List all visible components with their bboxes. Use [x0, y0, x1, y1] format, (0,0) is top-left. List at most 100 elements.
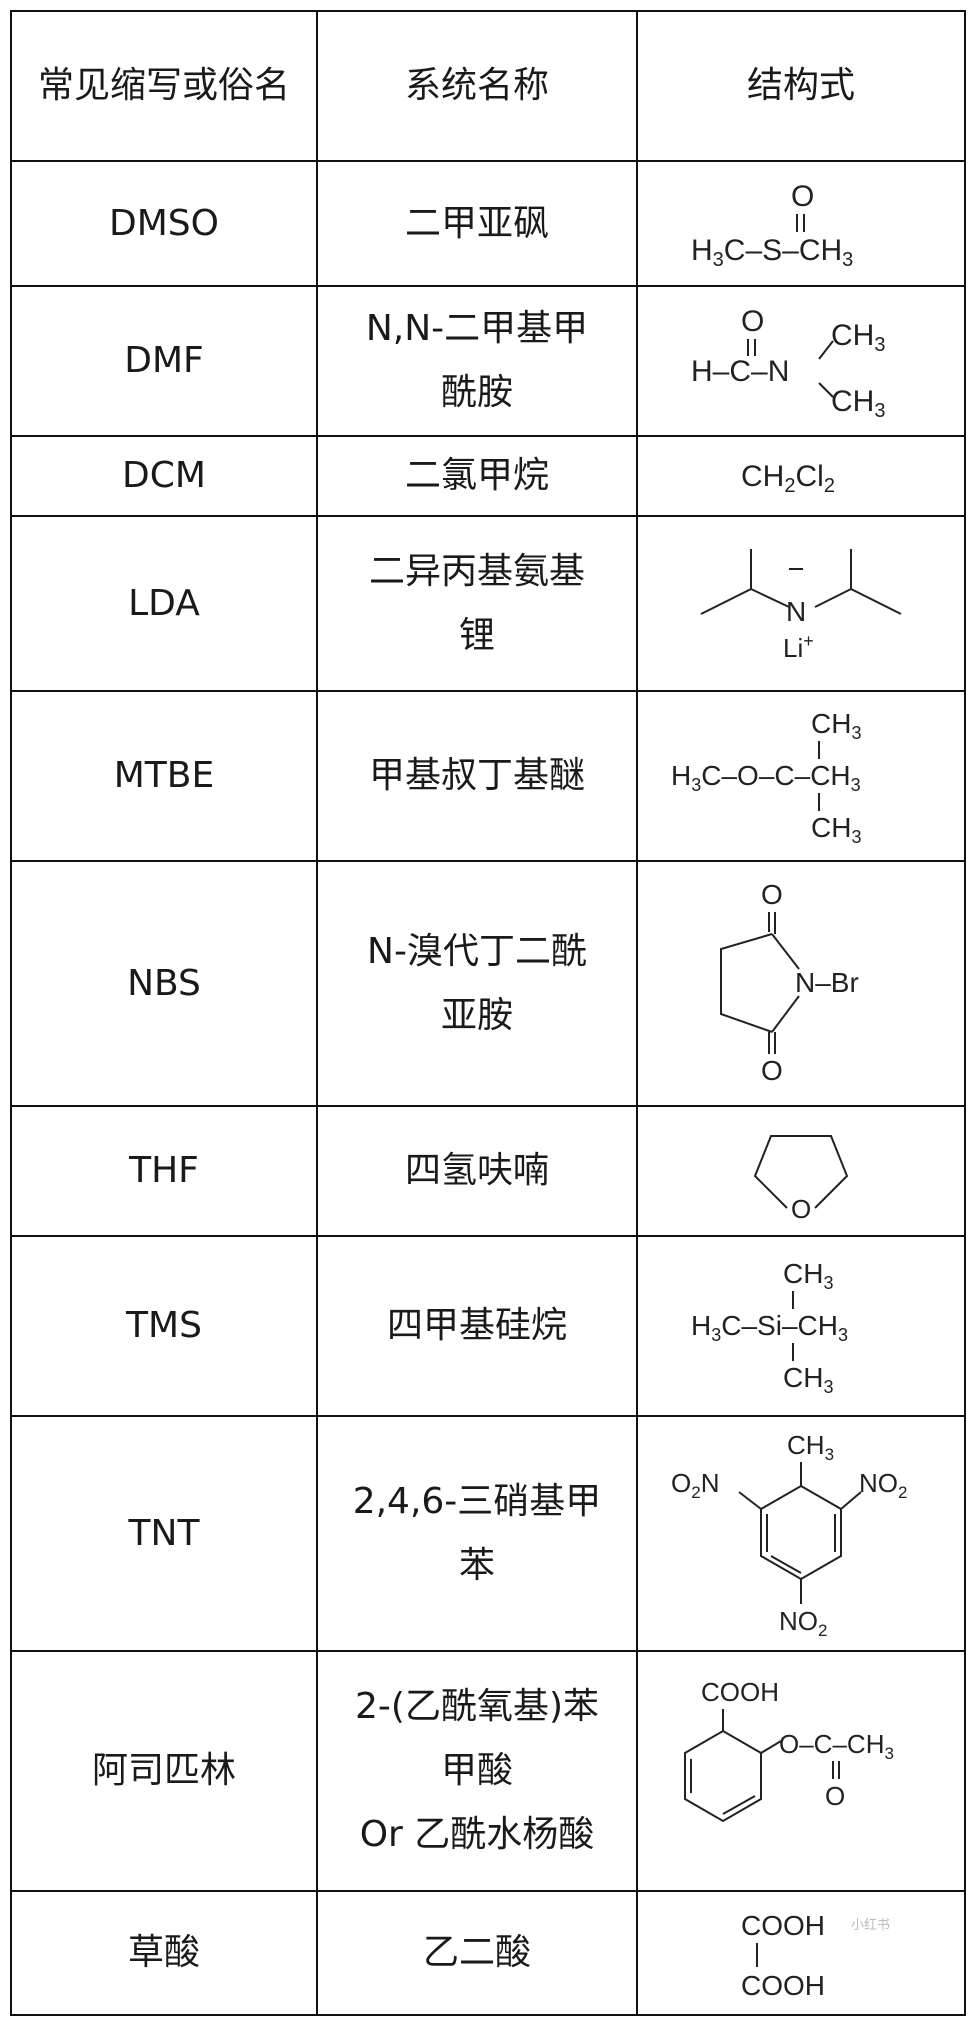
table-header-row: 常见缩写或俗名 系统名称 结构式 [12, 12, 964, 162]
abbr-text: NBS [127, 962, 201, 1004]
mtbe-structure-image: CH3 H3C–O–C–CH3 CH3 [671, 708, 861, 847]
svg-text:CH3: CH3 [783, 1362, 833, 1397]
abbr-cell: DMF [12, 287, 318, 435]
abbr-cell: THF [12, 1107, 318, 1235]
structure-cell: CH3 H3C–O–C–CH3 CH3 [638, 692, 964, 860]
svg-text:COOH: COOH [701, 1677, 779, 1707]
structure-cell: O [638, 1107, 964, 1235]
structure-cell: CH3 O2N NO2 NO2 [638, 1417, 964, 1650]
tnt-structure-image: CH3 O2N NO2 NO2 [671, 1430, 907, 1640]
svg-text:O: O [825, 1781, 845, 1811]
svg-text:O: O [761, 1055, 783, 1086]
lda-structure-image: N Li+ [700, 548, 902, 663]
name-text: 二甲亚砜 [404, 202, 549, 244]
tms-structure-image: CH3 H3C–Si–CH3 CH3 [691, 1258, 848, 1397]
abbr-text: 阿司匹林 [91, 1750, 236, 1791]
svg-text:H3C–Si–CH3: H3C–Si–CH3 [691, 1310, 848, 1345]
abbr-text: TMS [126, 1305, 202, 1346]
name-cell: N,N-二甲基甲 酰胺 [318, 287, 638, 435]
svg-text:COOH: COOH [741, 1910, 825, 1941]
structure-cell: COOH O–C–CH3 O [638, 1652, 964, 1890]
name-cell: N-溴代丁二酰 亚胺 [318, 862, 638, 1105]
svg-text:CH3: CH3 [787, 1430, 834, 1464]
table-row-dcm: DCM 二氯甲烷 CH2Cl2 [12, 437, 964, 517]
svg-text:CH3: CH3 [811, 812, 861, 847]
svg-text:COOH: COOH [741, 1970, 825, 2001]
abbr-text: 草酸 [127, 1932, 200, 1973]
oxalic-acid-structure-image: COOH COOH 小红书 [741, 1910, 890, 2001]
svg-text:CH3: CH3 [831, 319, 885, 356]
name-cell: 2-(乙酰氧基)苯 甲酸 Or 乙酰水杨酸 [318, 1652, 638, 1890]
name-cell: 二氯甲烷 [318, 437, 638, 515]
table-row-thf: THF 四氢呋喃 O [12, 1107, 964, 1237]
svg-text:CH3: CH3 [783, 1258, 833, 1293]
name-text: 二氯甲烷 [404, 455, 549, 496]
name-text: 四氢呋喃 [404, 1150, 549, 1191]
structure-cell: N Li+ [638, 517, 964, 690]
name-text: 2-(乙酰氧基)苯 甲酸 Or 乙酰水杨酸 [355, 1686, 599, 1855]
thf-structure-image: O [753, 1135, 849, 1224]
table-row-tms: TMS 四甲基硅烷 CH3 H3C–Si–CH3 CH3 [12, 1237, 964, 1417]
svg-text:Li+: Li+ [783, 631, 814, 663]
svg-text:O: O [741, 305, 764, 338]
name-text: 二异丙基氨基 锂 [368, 550, 585, 656]
name-text: N,N-二甲基甲 酰胺 [365, 308, 589, 413]
abbr-text: TNT [128, 1512, 200, 1554]
table-row-mtbe: MTBE 甲基叔丁基醚 CH3 H3C–O–C–CH3 CH3 [12, 692, 964, 862]
abbr-cell: TMS [12, 1237, 318, 1415]
svg-text:O2N: O2N [671, 1468, 719, 1502]
dcm-structure-image: CH2Cl2 [741, 460, 835, 497]
abbr-text: MTBE [113, 755, 215, 796]
name-cell: 四氢呋喃 [318, 1107, 638, 1235]
abbr-text: DMSO [109, 202, 219, 244]
abbr-text: LDA [128, 582, 200, 624]
abbr-cell: TNT [12, 1417, 318, 1650]
abbr-text: DMF [124, 340, 204, 381]
table-row-lda: LDA 二异丙基氨基 锂 N Li+ [12, 517, 964, 692]
header-structure-label: 结构式 [746, 65, 855, 106]
nbs-structure-image: O N–Br O [720, 879, 859, 1086]
name-text: 2,4,6-三硝基甲 苯 [352, 1480, 602, 1586]
svg-text:NO2: NO2 [779, 1606, 827, 1640]
name-cell: 2,4,6-三硝基甲 苯 [318, 1417, 638, 1650]
structure-cell: CH3 H3C–Si–CH3 CH3 [638, 1237, 964, 1415]
svg-text:H–C–N: H–C–N [691, 355, 789, 388]
svg-text:O: O [791, 180, 814, 213]
table-row-tnt: TNT 2,4,6-三硝基甲 苯 CH3 O2N NO2 NO2 [12, 1417, 964, 1652]
name-text: 四甲基硅烷 [386, 1305, 567, 1346]
svg-text:H3C–S–CH3: H3C–S–CH3 [691, 234, 853, 271]
svg-text:H3C–O–C–CH3: H3C–O–C–CH3 [671, 760, 861, 795]
dmso-structure-image: O H3C–S–CH3 [691, 180, 853, 271]
name-cell: 二异丙基氨基 锂 [318, 517, 638, 690]
name-cell: 甲基叔丁基醚 [318, 692, 638, 860]
dmf-structure-image: O H–C–N CH3 CH3 [691, 305, 885, 421]
svg-text:N–Br: N–Br [795, 967, 859, 998]
svg-text:CH3: CH3 [831, 385, 885, 421]
svg-text:O: O [791, 1194, 811, 1224]
abbr-text: DCM [122, 455, 206, 496]
abbr-cell: MTBE [12, 692, 318, 860]
name-cell: 四甲基硅烷 [318, 1237, 638, 1415]
abbr-text: THF [129, 1150, 199, 1191]
table-row-dmso: DMSO 二甲亚砜 O H3C–S–CH3 [12, 162, 964, 287]
header-abbr-label: 常见缩写或俗名 [37, 65, 290, 106]
svg-text:CH2Cl2: CH2Cl2 [741, 460, 835, 497]
abbr-cell: NBS [12, 862, 318, 1105]
abbr-cell: 阿司匹林 [12, 1652, 318, 1890]
name-text: 甲基叔丁基醚 [368, 755, 585, 796]
table-row-dmf: DMF N,N-二甲基甲 酰胺 O H–C–N CH3 CH3 [12, 287, 964, 437]
structure-cell: CH2Cl2 [638, 437, 964, 515]
header-name-label: 系统名称 [404, 65, 549, 106]
header-name: 系统名称 [318, 12, 638, 160]
aspirin-structure-image: COOH O–C–CH3 O [684, 1677, 894, 1823]
table-row-nbs: NBS N-溴代丁二酰 亚胺 O N–Br O [12, 862, 964, 1107]
table-row-oxalic-acid: 草酸 乙二酸 COOH COOH 小红书 [12, 1892, 964, 2014]
table-row-aspirin: 阿司匹林 2-(乙酰氧基)苯 甲酸 Or 乙酰水杨酸 COOH O–C–CH3 … [12, 1652, 964, 1892]
name-cell: 二甲亚砜 [318, 162, 638, 285]
name-cell: 乙二酸 [318, 1892, 638, 2014]
abbr-cell: LDA [12, 517, 318, 690]
watermark-text: 小红书 [851, 1917, 890, 1933]
svg-text:NO2: NO2 [859, 1468, 907, 1502]
structure-cell: COOH COOH 小红书 [638, 1892, 964, 2014]
structure-cell: O N–Br O [638, 862, 964, 1105]
